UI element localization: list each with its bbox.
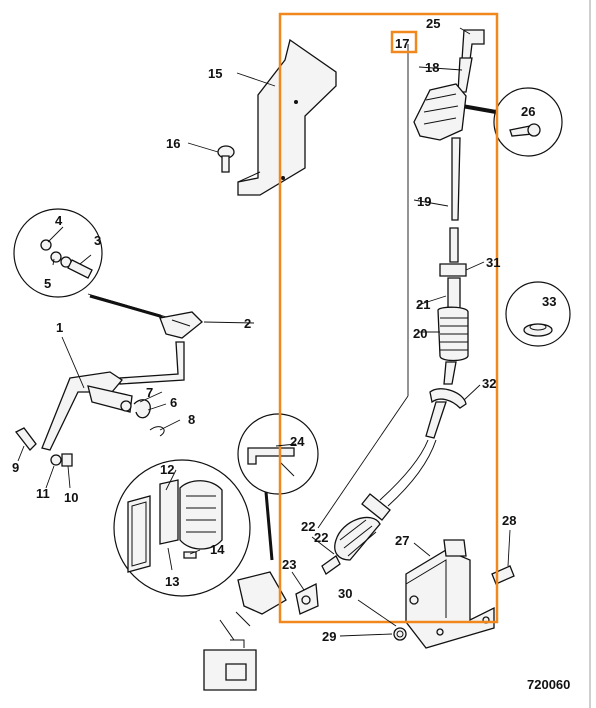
callout-22-lower[interactable]: 22 bbox=[314, 530, 328, 545]
fastener-detail-circle bbox=[13, 208, 171, 324]
callout-21[interactable]: 21 bbox=[416, 297, 430, 312]
grommet-detail-circle bbox=[505, 281, 571, 347]
callout-18[interactable]: 18 bbox=[425, 60, 439, 75]
callout-32[interactable]: 32 bbox=[482, 376, 496, 391]
pedal-pad-part[interactable] bbox=[159, 311, 203, 339]
callout-29[interactable]: 29 bbox=[322, 629, 336, 644]
control-cable-part[interactable] bbox=[379, 227, 469, 507]
selection-highlight-frame bbox=[278, 12, 499, 624]
callout-7[interactable]: 7 bbox=[146, 385, 153, 400]
boot-seal-detail-circle bbox=[113, 459, 251, 597]
callout-33[interactable]: 33 bbox=[542, 294, 556, 309]
callout-9[interactable]: 9 bbox=[12, 460, 19, 475]
callout-28[interactable]: 28 bbox=[502, 513, 516, 528]
callout-2[interactable]: 2 bbox=[244, 316, 251, 331]
pedal-lever-part[interactable] bbox=[41, 341, 185, 451]
clip-detail-circle bbox=[237, 413, 319, 561]
callout-labels: 15 16 4 3 5 2 1 7 6 8 9 11 10 12 14 13 2… bbox=[12, 16, 556, 644]
callout-10[interactable]: 10 bbox=[64, 490, 78, 505]
callout-12[interactable]: 12 bbox=[160, 462, 174, 477]
bolt-28-part[interactable] bbox=[491, 565, 515, 585]
washer-nut-part[interactable] bbox=[50, 453, 73, 467]
throttle-handle-assembly[interactable] bbox=[413, 29, 485, 221]
callout-23[interactable]: 23 bbox=[282, 557, 296, 572]
figure-code: 720060 bbox=[527, 677, 570, 692]
callout-5[interactable]: 5 bbox=[44, 276, 51, 291]
callout-11[interactable]: 11 bbox=[36, 486, 50, 501]
callout-14[interactable]: 14 bbox=[210, 542, 225, 557]
pivot-bolt-part[interactable] bbox=[15, 427, 37, 451]
screw-detail-circle bbox=[461, 87, 563, 157]
callout-4[interactable]: 4 bbox=[55, 213, 63, 228]
bracket-plate-part[interactable] bbox=[237, 38, 337, 196]
callout-16[interactable]: 16 bbox=[166, 136, 180, 151]
mounting-bracket-part[interactable] bbox=[405, 539, 495, 649]
cable-end-boot-part[interactable] bbox=[295, 493, 391, 615]
callout-22-upper[interactable]: 22 bbox=[301, 519, 315, 534]
callout-24[interactable]: 24 bbox=[290, 434, 305, 449]
callout-13[interactable]: 13 bbox=[165, 574, 179, 589]
callout-20[interactable]: 20 bbox=[413, 326, 427, 341]
callout-15[interactable]: 15 bbox=[208, 66, 222, 81]
callout-3[interactable]: 3 bbox=[94, 233, 101, 248]
callout-25[interactable]: 25 bbox=[426, 16, 440, 31]
leader-lines bbox=[17, 27, 511, 637]
callout-1[interactable]: 1 bbox=[56, 320, 63, 335]
callout-6[interactable]: 6 bbox=[170, 395, 177, 410]
callout-8[interactable]: 8 bbox=[188, 412, 195, 427]
lower-linkage-part bbox=[203, 571, 287, 691]
callout-31[interactable]: 31 bbox=[486, 255, 500, 270]
callout-17-highlight-box bbox=[390, 30, 418, 54]
bolt-part[interactable] bbox=[217, 145, 235, 173]
callout-26[interactable]: 26 bbox=[521, 104, 535, 119]
callout-30[interactable]: 30 bbox=[338, 586, 352, 601]
callout-27[interactable]: 27 bbox=[395, 533, 409, 548]
callout-19[interactable]: 19 bbox=[417, 194, 431, 209]
nut-29-part[interactable] bbox=[393, 627, 407, 641]
callout-17[interactable]: 17 bbox=[395, 36, 409, 51]
